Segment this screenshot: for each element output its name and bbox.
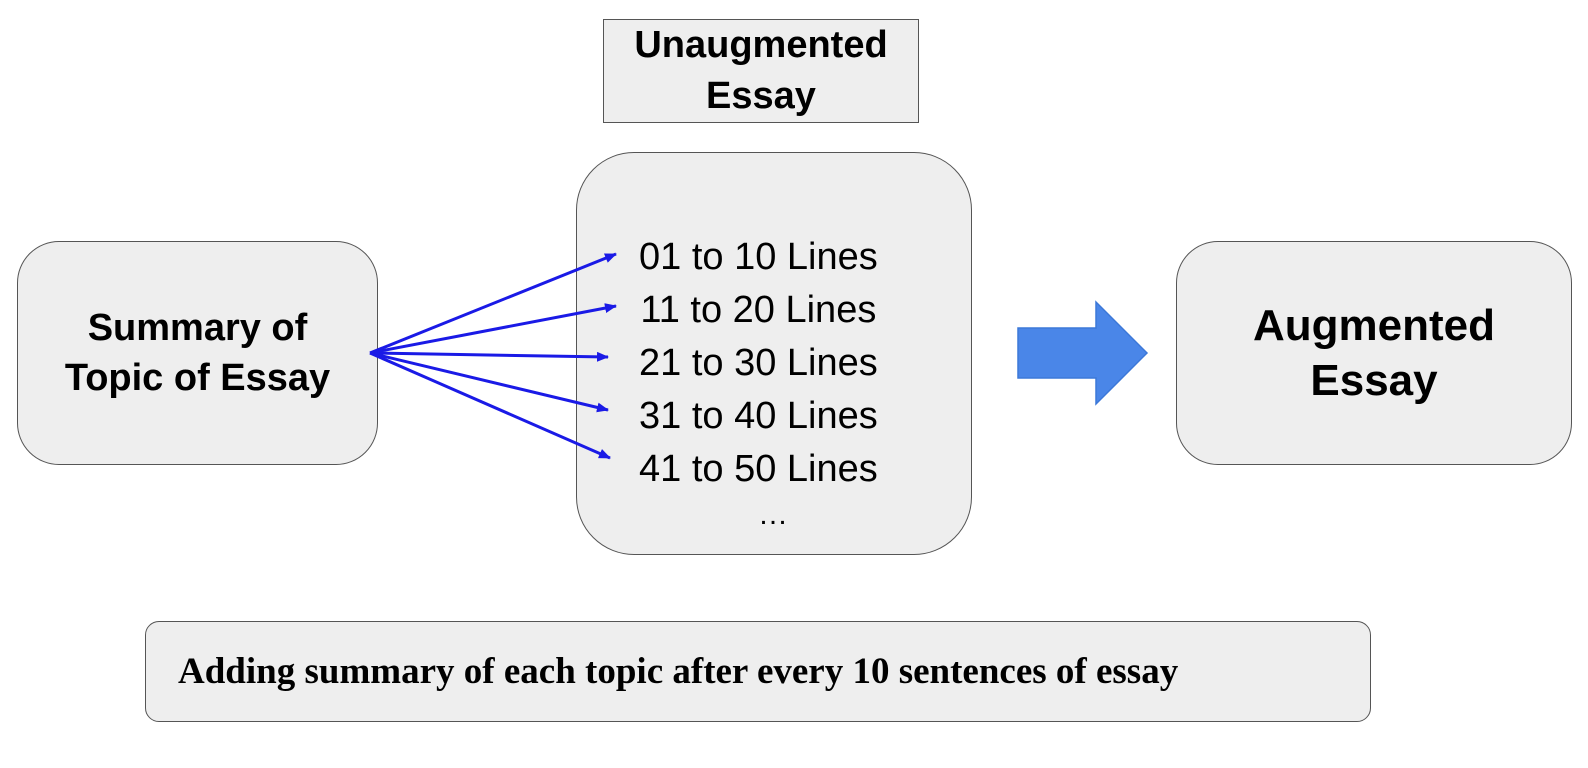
augmented-line-1: Augmented [1253,301,1495,350]
line-range-item: 01 to 10 Lines [639,236,878,278]
summary-topic-box: Summary of Topic of Essay [17,241,378,465]
unaugmented-label-line-2: Essay [706,75,816,117]
connector-arrow [369,351,611,460]
line-range-item: 21 to 30 Lines [639,342,878,384]
line-ranges-list: 01 to 10 Lines 11 to 20 Lines 21 to 30 L… [639,231,878,496]
summary-line-2: Topic of Essay [64,357,331,399]
unaugmented-essay-label: Unaugmented Essay [603,19,919,123]
caption-box: Adding summary of each topic after every… [145,621,1371,722]
connector-arrow [369,351,609,413]
connector-arrow [369,351,609,362]
line-ranges-box: 01 to 10 Lines 11 to 20 Lines 21 to 30 L… [576,152,972,555]
line-range-item: 11 to 20 Lines [640,289,877,331]
augmented-essay-box: Augmented Essay [1176,241,1572,465]
augmented-line-2: Essay [1310,356,1438,405]
line-range-item: 31 to 40 Lines [639,395,878,437]
right-block-arrow-icon [1017,300,1149,406]
summary-line-1: Summary of [87,307,308,349]
unaugmented-label-line-1: Unaugmented [634,24,888,66]
caption-text: Adding summary of each topic after every… [178,651,1179,692]
line-range-item: 41 to 50 Lines [639,448,878,490]
ranges-ellipsis: … [758,498,790,531]
